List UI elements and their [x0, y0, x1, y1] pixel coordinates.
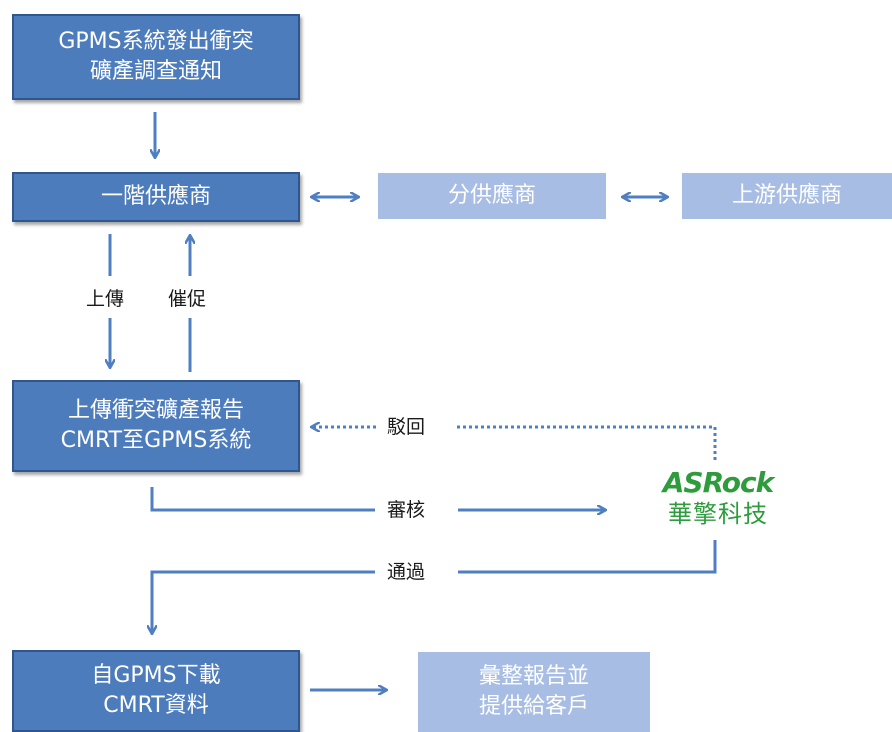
- upload-report-line-2: CMRT至GPMS系統: [60, 428, 252, 453]
- conflict-notice-line-2: 礦產調查通知: [89, 59, 222, 84]
- download-cmrt-box: 自GPMS下載 CMRT資料: [12, 650, 300, 732]
- download-cmrt-line-2: CMRT資料: [103, 693, 209, 718]
- upload-report-box: 上傳衝突礦產報告 CMRT至GPMS系統: [12, 380, 300, 472]
- upstream-supplier-label: 上游供應商: [731, 183, 842, 208]
- asrock-logo: ASRock 華擎科技: [648, 468, 788, 530]
- arrow-review-line: [150, 487, 375, 512]
- asrock-logo-zh: 華擎科技: [668, 500, 768, 528]
- compile-report-line-2: 提供給客戶: [478, 694, 589, 719]
- download-cmrt-line-1: 自GPMS下載: [91, 663, 221, 688]
- upload-label: 上傳: [82, 287, 129, 311]
- review-label: 審核: [383, 498, 430, 522]
- reject-label: 駁回: [383, 415, 430, 439]
- upload-report-line-1: 上傳衝突礦產報告: [67, 398, 244, 423]
- asrock-logo-en: ASRock: [662, 466, 774, 499]
- upstream-supplier-box: 上游供應商: [682, 173, 892, 219]
- sub-supplier-label: 分供應商: [447, 183, 536, 208]
- pass-label: 通過: [383, 560, 430, 584]
- compile-report-box: 彙整報告並 提供給客戶: [418, 652, 650, 732]
- tier1-supplier-box: 一階供應商: [12, 172, 300, 222]
- sub-supplier-box: 分供應商: [378, 173, 606, 219]
- compile-report-line-1: 彙整報告並: [478, 664, 589, 689]
- tier1-supplier-label: 一階供應商: [100, 184, 211, 209]
- arrow-pass-line: [458, 540, 717, 574]
- conflict-notice-line-1: GPMS系統發出衝突: [58, 29, 254, 54]
- arrow-pass-head: [152, 570, 375, 633]
- arrow-reject-dotted: [455, 425, 717, 460]
- conflict-notice-box: GPMS系統發出衝突 礦產調查通知: [12, 14, 300, 100]
- urge-label: 催促: [164, 287, 211, 311]
